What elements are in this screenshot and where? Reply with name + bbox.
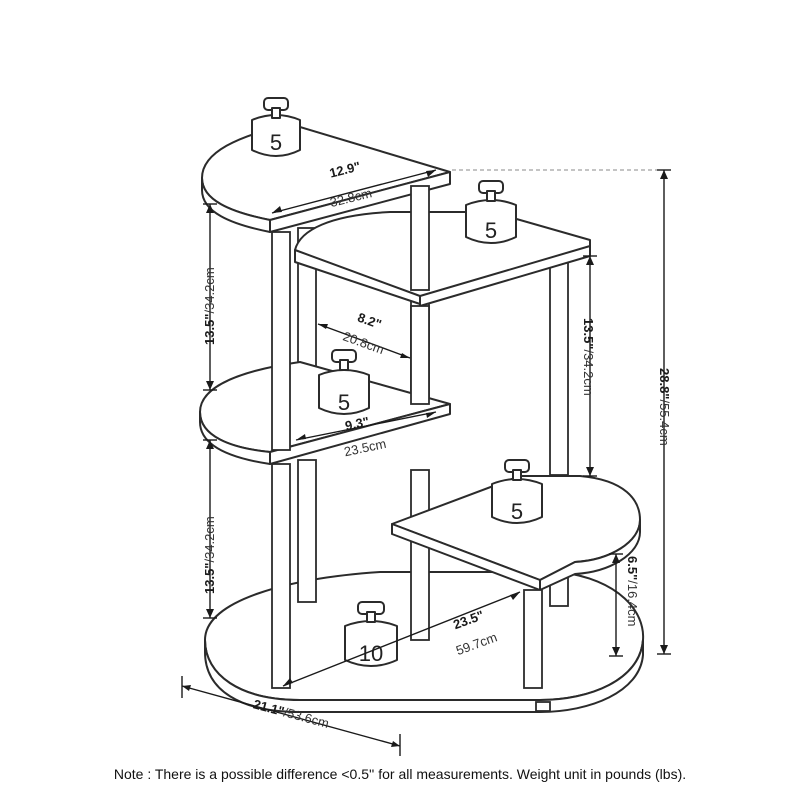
dim-gap-width-imperial: 8.2"	[356, 310, 384, 332]
weight-lower-right-label: 5	[511, 499, 523, 524]
front-posts	[271, 185, 543, 689]
upper-right-shelf	[294, 211, 591, 307]
weight-base: 10	[344, 601, 398, 667]
lower-right-shelf	[391, 475, 641, 591]
dim-total-height: 28.8"/55.4cm	[452, 169, 672, 655]
dim-upper-left-height-text: 13.5"/34.2cm	[202, 267, 217, 345]
dim-total-height-text: 28.8"/55.4cm	[657, 368, 672, 446]
dim-right-shelf-height-text: 13.5"/34.2cm	[581, 318, 596, 396]
weight-lower-right: 5	[491, 459, 543, 524]
weight-middle: 5	[318, 349, 370, 415]
dim-lower-left-height: 13.5"/34.2cm	[202, 439, 217, 619]
dim-low-step-height-text: 6.5"/16.4cm	[625, 556, 640, 627]
weight-upper-right: 5	[465, 180, 517, 244]
dim-top-shelf-width-imperial: 12.9"	[328, 159, 362, 181]
dim-gap-width: 8.2" 20.8cm	[317, 310, 411, 359]
weight-top-label: 5	[270, 130, 282, 155]
dim-lower-left-height-text: 13.5"/34.2cm	[202, 516, 217, 594]
weight-upper-right-label: 5	[485, 218, 497, 243]
dim-mid-shelf-width-imperial: 9.3"	[344, 414, 371, 434]
dim-upper-left-height: 13.5"/34.2cm	[202, 203, 217, 391]
weight-top: 5	[251, 97, 301, 157]
weight-base-label: 10	[359, 641, 383, 666]
measurement-note: Note : There is a possible difference <0…	[113, 766, 687, 782]
dim-low-step-height: 6.5"/16.4cm	[609, 553, 640, 657]
dim-right-shelf-height: 13.5"/34.2cm	[581, 255, 597, 477]
weight-middle-label: 5	[338, 390, 350, 415]
